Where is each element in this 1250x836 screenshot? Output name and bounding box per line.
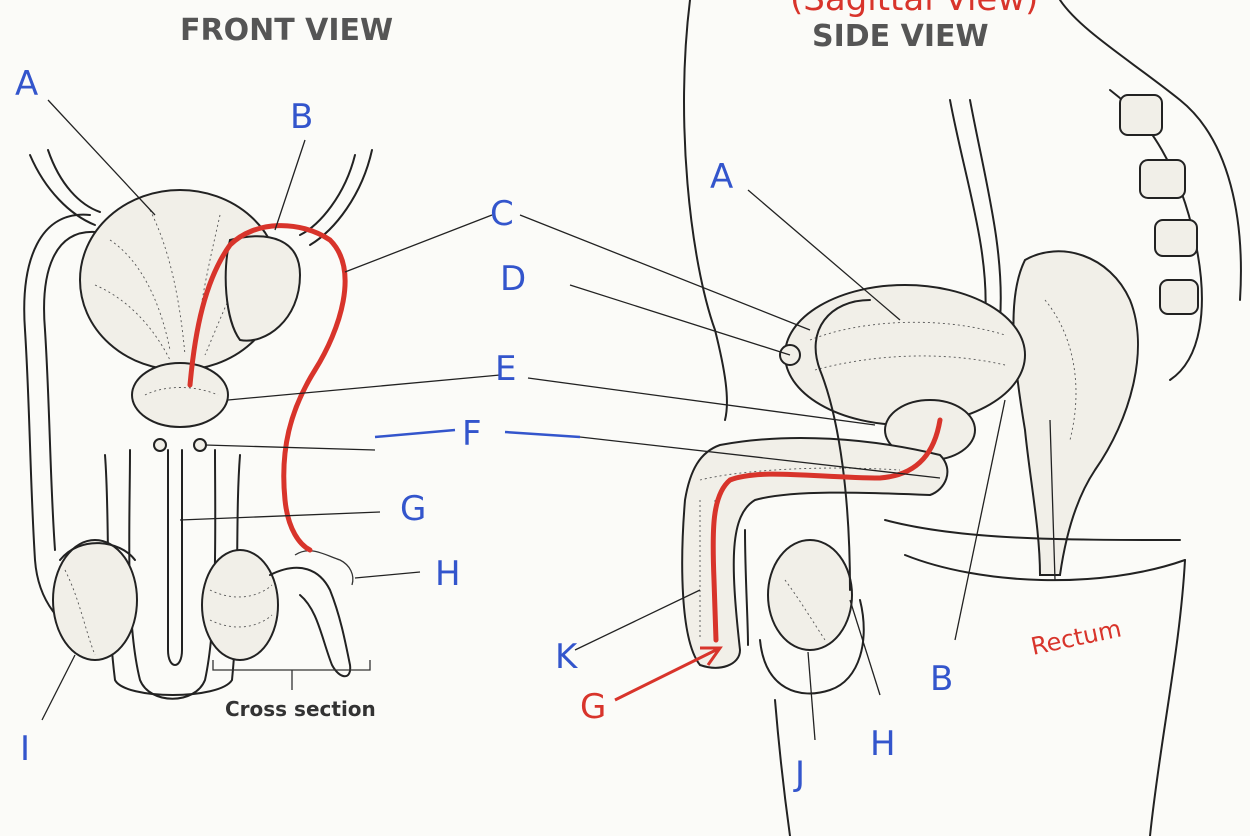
vertebra-1: [1120, 95, 1162, 135]
leader-front-e: [228, 375, 500, 400]
vertebra-4: [1160, 280, 1198, 314]
label-front-g: G: [400, 489, 426, 529]
cross-section-caption: Cross section: [225, 697, 376, 721]
label-front-c: C: [490, 194, 514, 234]
front-view-drawing: Cross section: [24, 150, 376, 721]
arrow-side-g: [615, 648, 720, 700]
blue-line-f-left: [375, 430, 455, 437]
cross-section-testis: [202, 550, 278, 660]
leader-side-k: [575, 590, 700, 650]
label-front-e: E: [495, 349, 516, 389]
vertebra-2: [1140, 160, 1185, 198]
label-front-b: B: [290, 97, 313, 137]
label-side-g: G: [580, 687, 606, 727]
testis-side: [768, 540, 852, 650]
right-ureter-inner: [310, 150, 372, 245]
side-view-drawing: [682, 0, 1241, 836]
thigh-front: [775, 700, 790, 836]
leader-front-g: [180, 512, 380, 520]
leader-front-h: [355, 572, 420, 578]
left-ureter-inner: [48, 150, 100, 212]
label-front-a: A: [15, 64, 38, 104]
side-view-heading: SIDE VIEW: [812, 19, 989, 54]
rectum: [1013, 251, 1137, 575]
leader-side-a: [748, 190, 900, 320]
label-front-h: H: [435, 554, 461, 594]
urethra-front: [168, 450, 182, 665]
right-ureter: [300, 155, 355, 235]
testis-front: [53, 540, 137, 660]
leader-front-i: [42, 655, 75, 720]
bulbourethral-gland-right: [194, 439, 206, 451]
leader-side-c: [520, 215, 810, 330]
prostate-front: [132, 363, 228, 427]
perineum-line: [885, 520, 1180, 540]
leader-front-c: [345, 215, 492, 272]
epididymis-coil: [270, 568, 350, 676]
label-side-h: H: [870, 724, 896, 764]
thigh-back: [1150, 560, 1185, 836]
label-front-d: D: [500, 259, 526, 299]
leader-front-b: [275, 140, 305, 230]
sagittal-view-annotation: (Sagittal View): [790, 0, 1038, 19]
front-view-heading: FRONT VIEW: [180, 13, 393, 48]
label-front-i: I: [20, 729, 30, 769]
leader-front-f: [205, 445, 375, 450]
leader-side-h: [850, 600, 880, 695]
label-side-a: A: [710, 157, 733, 197]
bulbourethral-gland-left: [154, 439, 166, 451]
label-side-k: K: [555, 637, 579, 677]
leader-side-d: [570, 285, 790, 355]
seminal-vesicle-front: [226, 236, 300, 340]
label-side-j: J: [793, 754, 805, 794]
body-front-outline: [684, 0, 727, 420]
label-front-f: F: [462, 414, 482, 454]
vertebra-3: [1155, 220, 1197, 256]
glans-line: [745, 530, 748, 645]
label-side-b: B: [930, 659, 953, 699]
penis-front-outline: [129, 450, 215, 699]
leader-side-j: [808, 652, 815, 740]
rectum-annotation: Rectum: [1028, 614, 1123, 660]
leader-front-a: [48, 100, 155, 215]
body-back-outline: [1060, 0, 1241, 300]
blue-line-f-right: [505, 432, 580, 437]
